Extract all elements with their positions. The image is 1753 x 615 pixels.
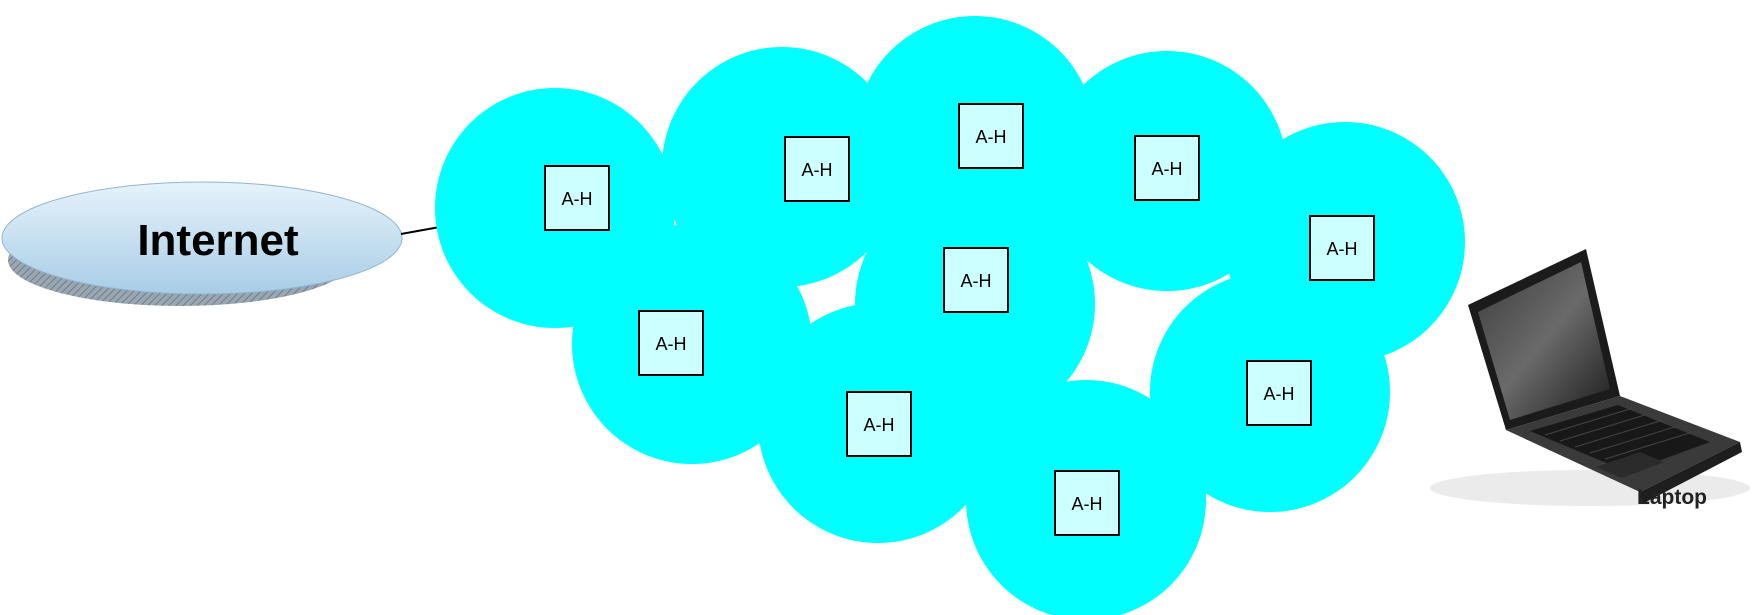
- access-node: A-H: [784, 136, 850, 202]
- internet-cloud: Internet: [1, 181, 403, 306]
- access-node: A-H: [958, 103, 1024, 169]
- svg-text:A-H: A-H: [961, 271, 992, 291]
- svg-text:A-H: A-H: [656, 334, 687, 354]
- laptop-icon: Laptop: [1430, 249, 1750, 509]
- access-node: A-H: [1309, 215, 1375, 281]
- svg-text:A-H: A-H: [1152, 159, 1183, 179]
- svg-text:A-H: A-H: [562, 189, 593, 209]
- access-node: A-H: [1054, 470, 1120, 536]
- access-node: A-H: [1134, 135, 1200, 201]
- svg-text:A-H: A-H: [1072, 494, 1103, 514]
- access-node: A-H: [638, 310, 704, 376]
- svg-text:A-H: A-H: [864, 415, 895, 435]
- svg-text:A-H: A-H: [802, 160, 833, 180]
- access-nodes: A-H A-H A-H A-H A-H A-H A-H A-H: [544, 103, 1375, 536]
- access-node: A-H: [943, 247, 1009, 313]
- laptop-label: Laptop: [1637, 486, 1707, 509]
- access-node: A-H: [544, 165, 610, 231]
- access-node: A-H: [1246, 360, 1312, 426]
- coverage-area: [662, 47, 902, 287]
- svg-text:A-H: A-H: [1264, 384, 1295, 404]
- svg-text:A-H: A-H: [1327, 239, 1358, 259]
- internet-label: Internet: [137, 216, 299, 265]
- svg-text:A-H: A-H: [976, 127, 1007, 147]
- access-node: A-H: [846, 391, 912, 457]
- coverage-areas: [435, 16, 1465, 615]
